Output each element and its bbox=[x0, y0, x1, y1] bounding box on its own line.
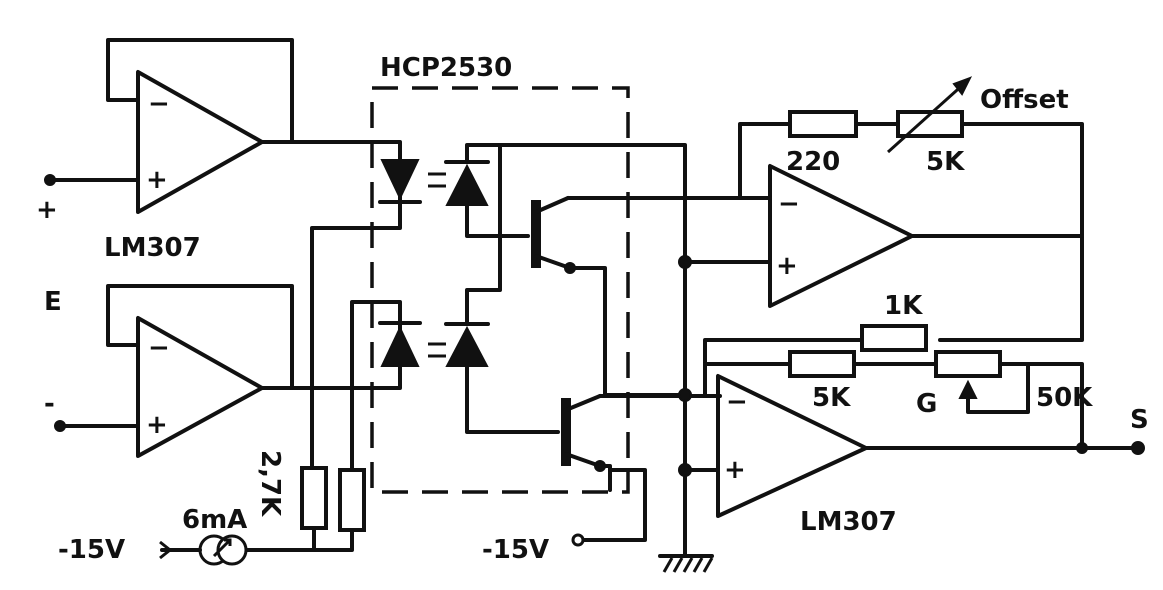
label-resistor-220: 220 bbox=[786, 147, 840, 177]
photodiode-2 bbox=[444, 322, 490, 367]
opamp-top-right: − + bbox=[768, 164, 914, 308]
label-opamp-top-left: LM307 bbox=[104, 233, 201, 263]
transistor1-emitter-wire bbox=[568, 266, 692, 397]
photodiode2-bottom-wire bbox=[465, 364, 560, 434]
opamp-bottom-right-minus: − bbox=[726, 387, 748, 417]
opamp-top-right-minus: − bbox=[778, 189, 800, 219]
output-junction bbox=[1076, 442, 1088, 454]
optocoupler-boundary bbox=[370, 86, 630, 494]
resistor-27k-b bbox=[338, 468, 366, 532]
opamp3-output-wire bbox=[938, 122, 1084, 342]
opamp-bottom-left-minus: − bbox=[148, 333, 170, 363]
opamp-top-right-plus: + bbox=[776, 251, 798, 281]
label-supply-middle: -15V bbox=[482, 535, 549, 565]
resistor-5k bbox=[788, 350, 856, 378]
supply-middle-wire bbox=[576, 468, 647, 542]
light-arrows-bottom bbox=[428, 342, 446, 358]
led1-cathode-wire bbox=[310, 203, 402, 472]
label-resistor-1k: 1K bbox=[884, 291, 923, 321]
label-supply-left: -15V bbox=[58, 535, 125, 565]
opamp-bottom-left-plus: + bbox=[146, 410, 168, 440]
output-s-terminal bbox=[1131, 441, 1145, 455]
opamp4-1k-wire bbox=[703, 338, 864, 398]
photodiode1-bottom-wire bbox=[465, 203, 530, 238]
input-plus-terminal bbox=[44, 174, 56, 186]
label-resistor-offset: 5K bbox=[926, 147, 965, 177]
opamp3-feedback-wire bbox=[738, 122, 792, 200]
label-gain: G bbox=[916, 389, 937, 419]
label-resistor-50k: 50K bbox=[1036, 383, 1093, 413]
label-offset: Offset bbox=[980, 85, 1069, 115]
label-opamp-bottom-right: LM307 bbox=[800, 507, 897, 537]
photodiode1-top-wire bbox=[465, 143, 502, 164]
resistor-27k-a bbox=[300, 466, 328, 530]
ground-symbol bbox=[658, 554, 714, 573]
opamp-top-left-minus: − bbox=[148, 89, 170, 119]
transistor-1 bbox=[531, 196, 576, 274]
label-input-e: E bbox=[44, 287, 62, 317]
junction-rail-mid bbox=[678, 388, 692, 402]
opamp1-feedback-wire bbox=[106, 38, 294, 144]
opamp-top-left-plus: + bbox=[146, 165, 168, 195]
opamp-top-left: − + bbox=[136, 70, 264, 214]
label-resistor-27k: 2,7K bbox=[255, 450, 285, 517]
label-output-s: S bbox=[1130, 405, 1149, 435]
supply-left-arrow bbox=[159, 540, 173, 560]
opamp2-feedback-wire bbox=[106, 284, 294, 390]
current-source-symbol bbox=[198, 534, 248, 566]
potentiometer-gain bbox=[934, 350, 1002, 378]
supply-middle-terminal bbox=[571, 533, 585, 547]
led2-anode-wire bbox=[350, 300, 402, 472]
resistors-bottom-wire bbox=[312, 526, 354, 552]
resistor-1k bbox=[860, 324, 928, 352]
photodiode2-top-wire bbox=[465, 143, 502, 326]
led-2 bbox=[378, 321, 422, 374]
common-rail-wire bbox=[498, 143, 687, 558]
opamp-bottom-left: − + bbox=[136, 316, 264, 458]
label-input-minus: - bbox=[44, 389, 55, 419]
offset-arrow-icon bbox=[886, 76, 973, 154]
label-current-source: 6mA bbox=[182, 505, 247, 535]
photodiode-1 bbox=[444, 160, 490, 206]
label-input-plus: + bbox=[36, 195, 58, 225]
gain-to-output-wire bbox=[998, 362, 1084, 450]
input-minus-terminal bbox=[54, 420, 66, 432]
led-1 bbox=[378, 156, 422, 207]
opamp-bottom-right: − + bbox=[716, 374, 868, 518]
opamp-bottom-right-plus: + bbox=[724, 455, 746, 485]
transistor-2 bbox=[561, 394, 606, 472]
transistor2-emitter-wire bbox=[598, 464, 612, 492]
opamp1-output-wire bbox=[260, 140, 402, 160]
light-arrows-top bbox=[428, 172, 446, 188]
label-optocoupler: HCP2530 bbox=[380, 53, 512, 83]
label-resistor-5k: 5K bbox=[812, 383, 851, 413]
opamp2-output-wire bbox=[260, 370, 402, 390]
resistor-220 bbox=[788, 110, 858, 138]
